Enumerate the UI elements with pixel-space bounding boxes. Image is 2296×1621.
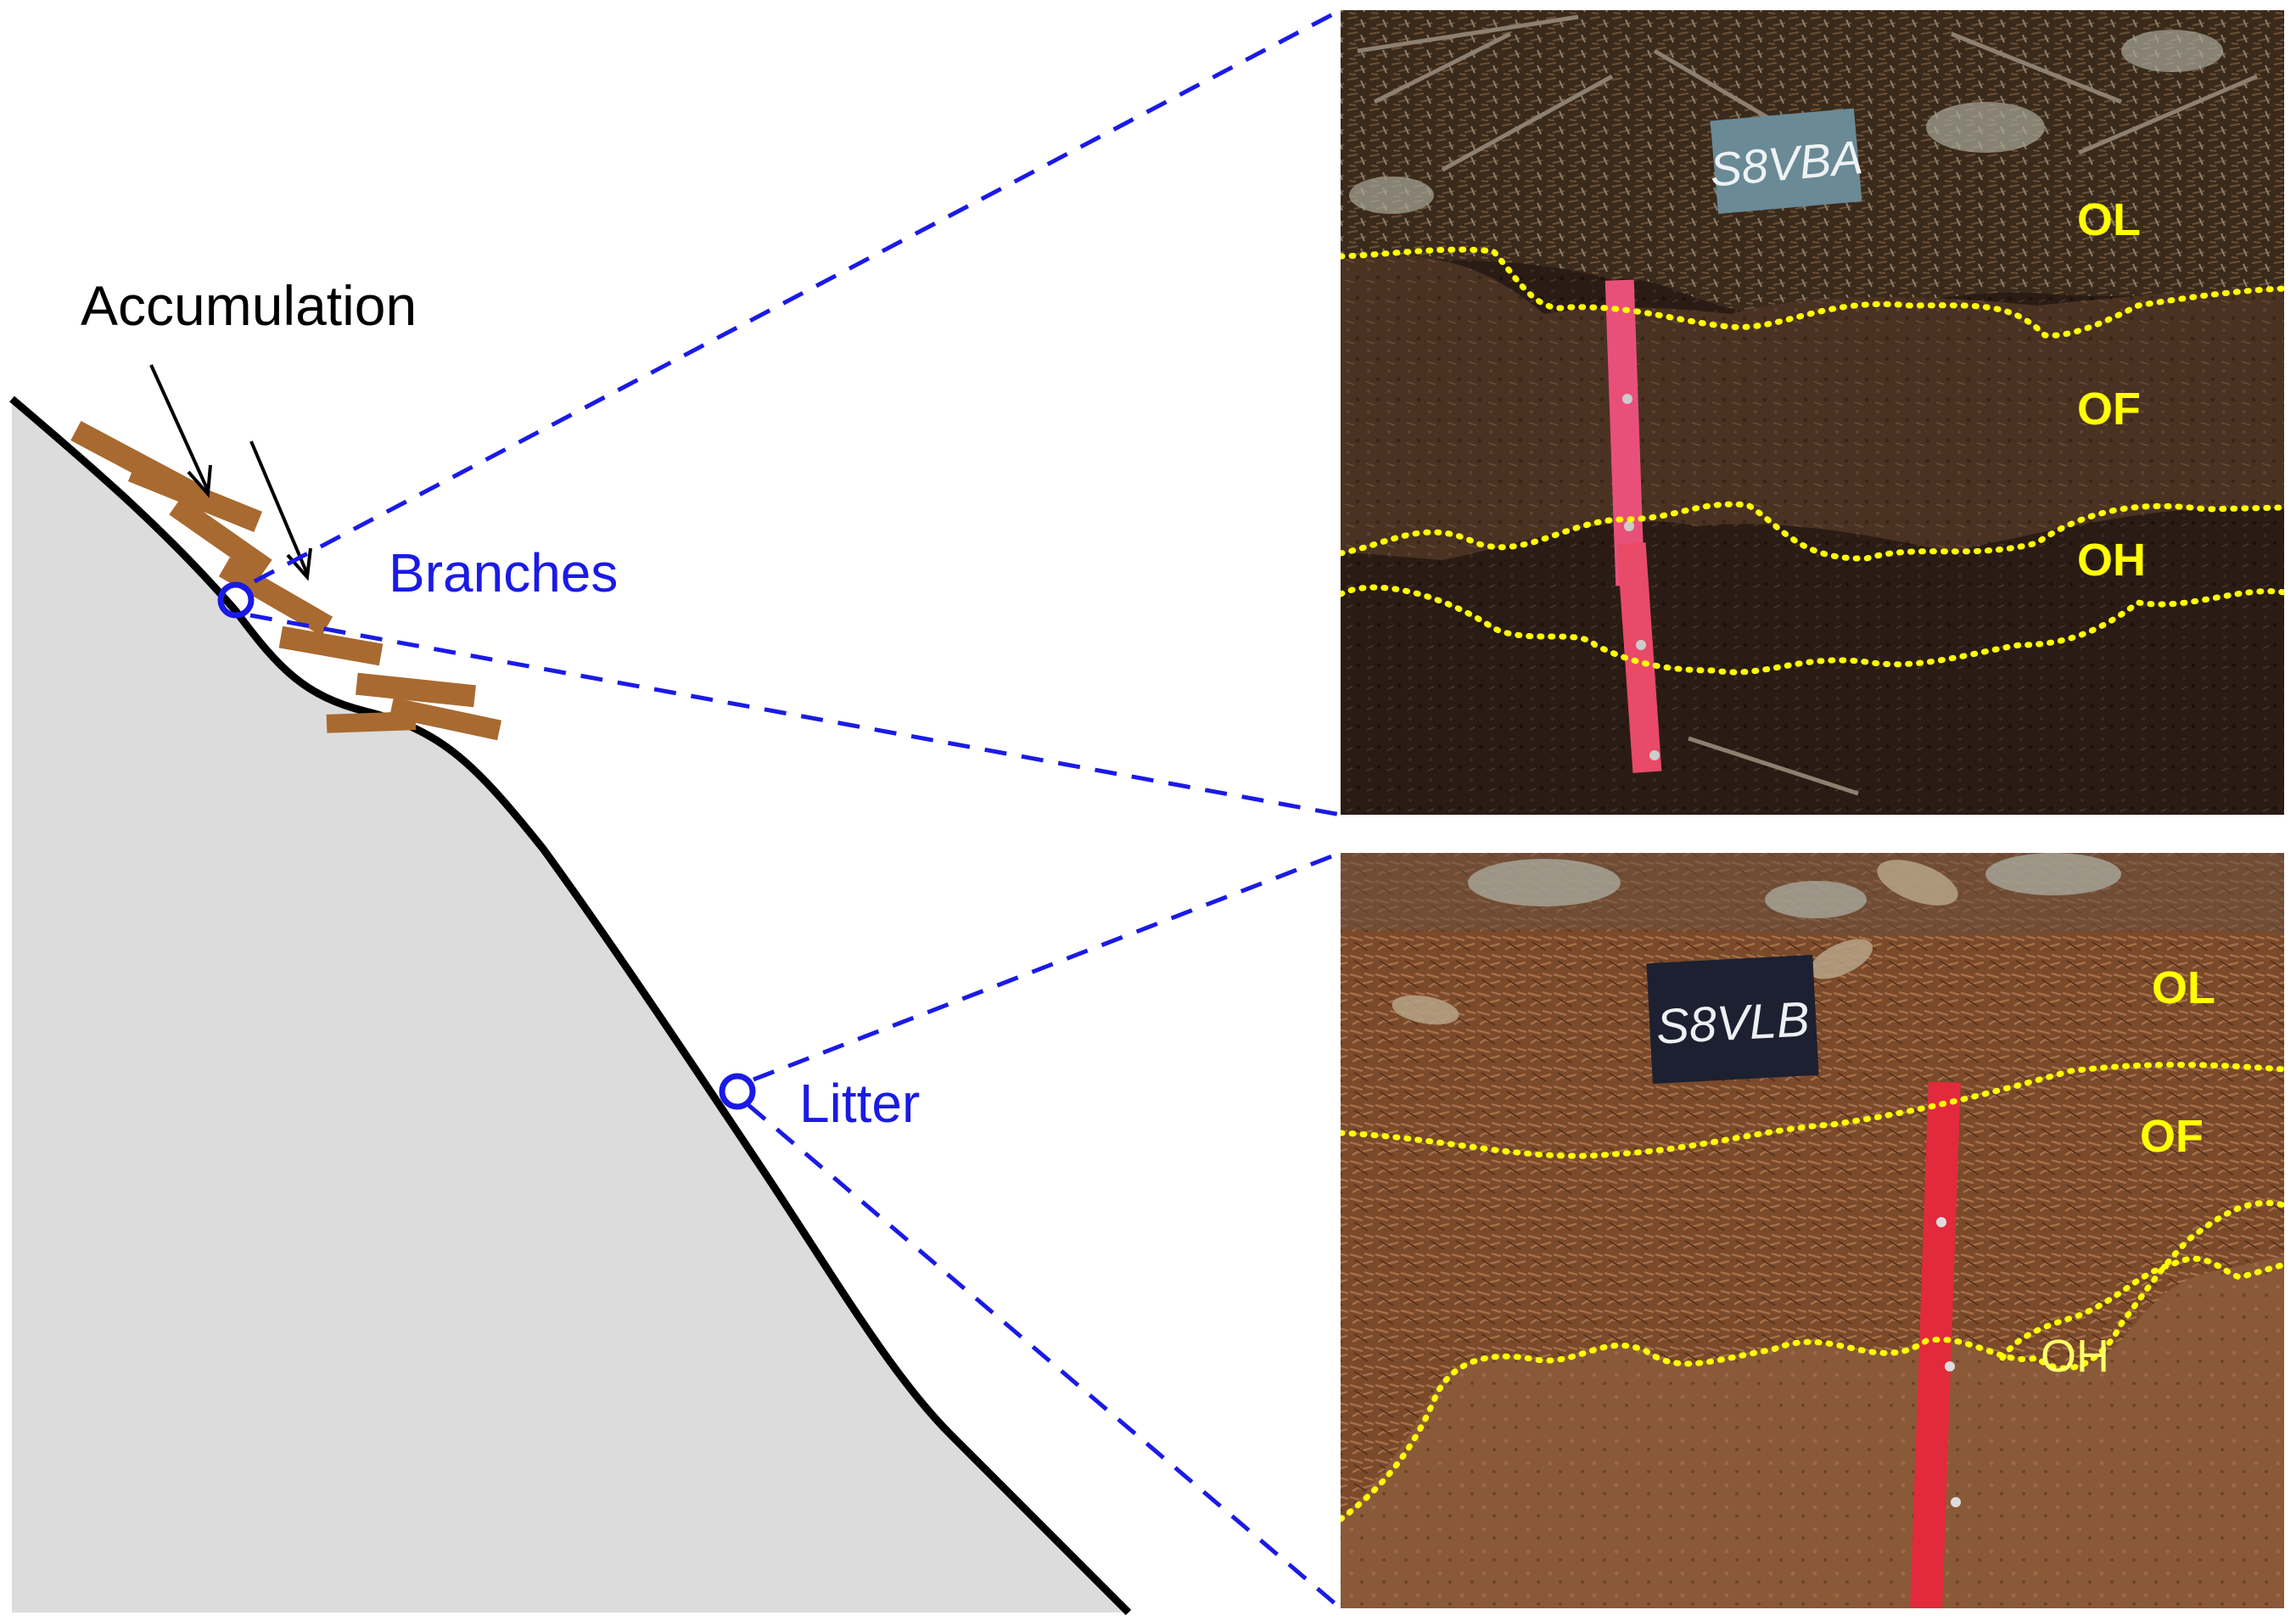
horizon-label-ol: OL	[2077, 194, 2141, 245]
horizon-lines-top	[1341, 246, 2284, 676]
branch	[169, 496, 272, 578]
lichen	[1349, 30, 2223, 214]
litter-sample-marker	[719, 1073, 756, 1110]
photo-sign-top: S8VBA	[1708, 108, 1865, 215]
ruler-top	[1604, 279, 1662, 773]
accumulation-label: Accumulation	[81, 274, 417, 337]
boundary-oh-mineral	[1341, 584, 2284, 676]
horizon-label-of: OF	[2140, 1111, 2204, 1162]
branch	[389, 697, 502, 741]
leaves	[1392, 860, 1958, 1025]
horizon-lines-bottom	[1341, 1062, 2284, 1523]
mineral-soil	[1341, 1256, 2284, 1608]
sign-text: S8VBA	[1708, 130, 1865, 196]
boundary-ol-of	[1341, 246, 2284, 339]
branches-callout-upper	[253, 8, 1342, 584]
branch-accumulation	[70, 420, 502, 741]
callout-lines	[249, 8, 1342, 1610]
photo-branches: S8VBA OL OF OH	[1341, 10, 2284, 815]
lichen	[1468, 853, 2121, 918]
arrow-head	[187, 464, 212, 498]
boundary-of-oh	[1341, 501, 2284, 562]
horizon-label-oh: OH	[2077, 535, 2146, 586]
ruler-bottom	[1910, 1081, 1961, 1608]
horizon-label-ol: OL	[2152, 962, 2215, 1013]
boundary-ol-of	[1341, 1062, 2284, 1159]
arrow	[149, 364, 210, 491]
boundary-oh-mineral	[1999, 1255, 2284, 1361]
branch	[127, 460, 263, 533]
branch	[278, 625, 384, 666]
horizon-label-of: OF	[2077, 384, 2141, 435]
boundary-of-oh	[1341, 1199, 2284, 1523]
branches-sample-marker	[217, 581, 255, 619]
litter-callout-lower	[747, 1103, 1342, 1610]
branch	[326, 711, 417, 733]
hillslope-surface-line	[9, 395, 1132, 1616]
branches-label: Branches	[389, 542, 618, 603]
litter-label: Litter	[799, 1073, 920, 1134]
hillslope	[9, 395, 1132, 1616]
branch	[218, 557, 333, 637]
litter-callout-upper	[753, 850, 1341, 1082]
arrow	[249, 440, 309, 575]
of-zone	[1341, 255, 2284, 560]
horizon-label-oh: OH	[2041, 1331, 2109, 1382]
sign-text: S8VLB	[1655, 991, 1811, 1054]
photo-sign-bottom: S8VLB	[1646, 954, 1819, 1085]
branch	[356, 672, 476, 708]
accumulation-arrows	[149, 364, 312, 581]
photo-litter: S8VLB OL OF OH	[1341, 853, 2284, 1608]
